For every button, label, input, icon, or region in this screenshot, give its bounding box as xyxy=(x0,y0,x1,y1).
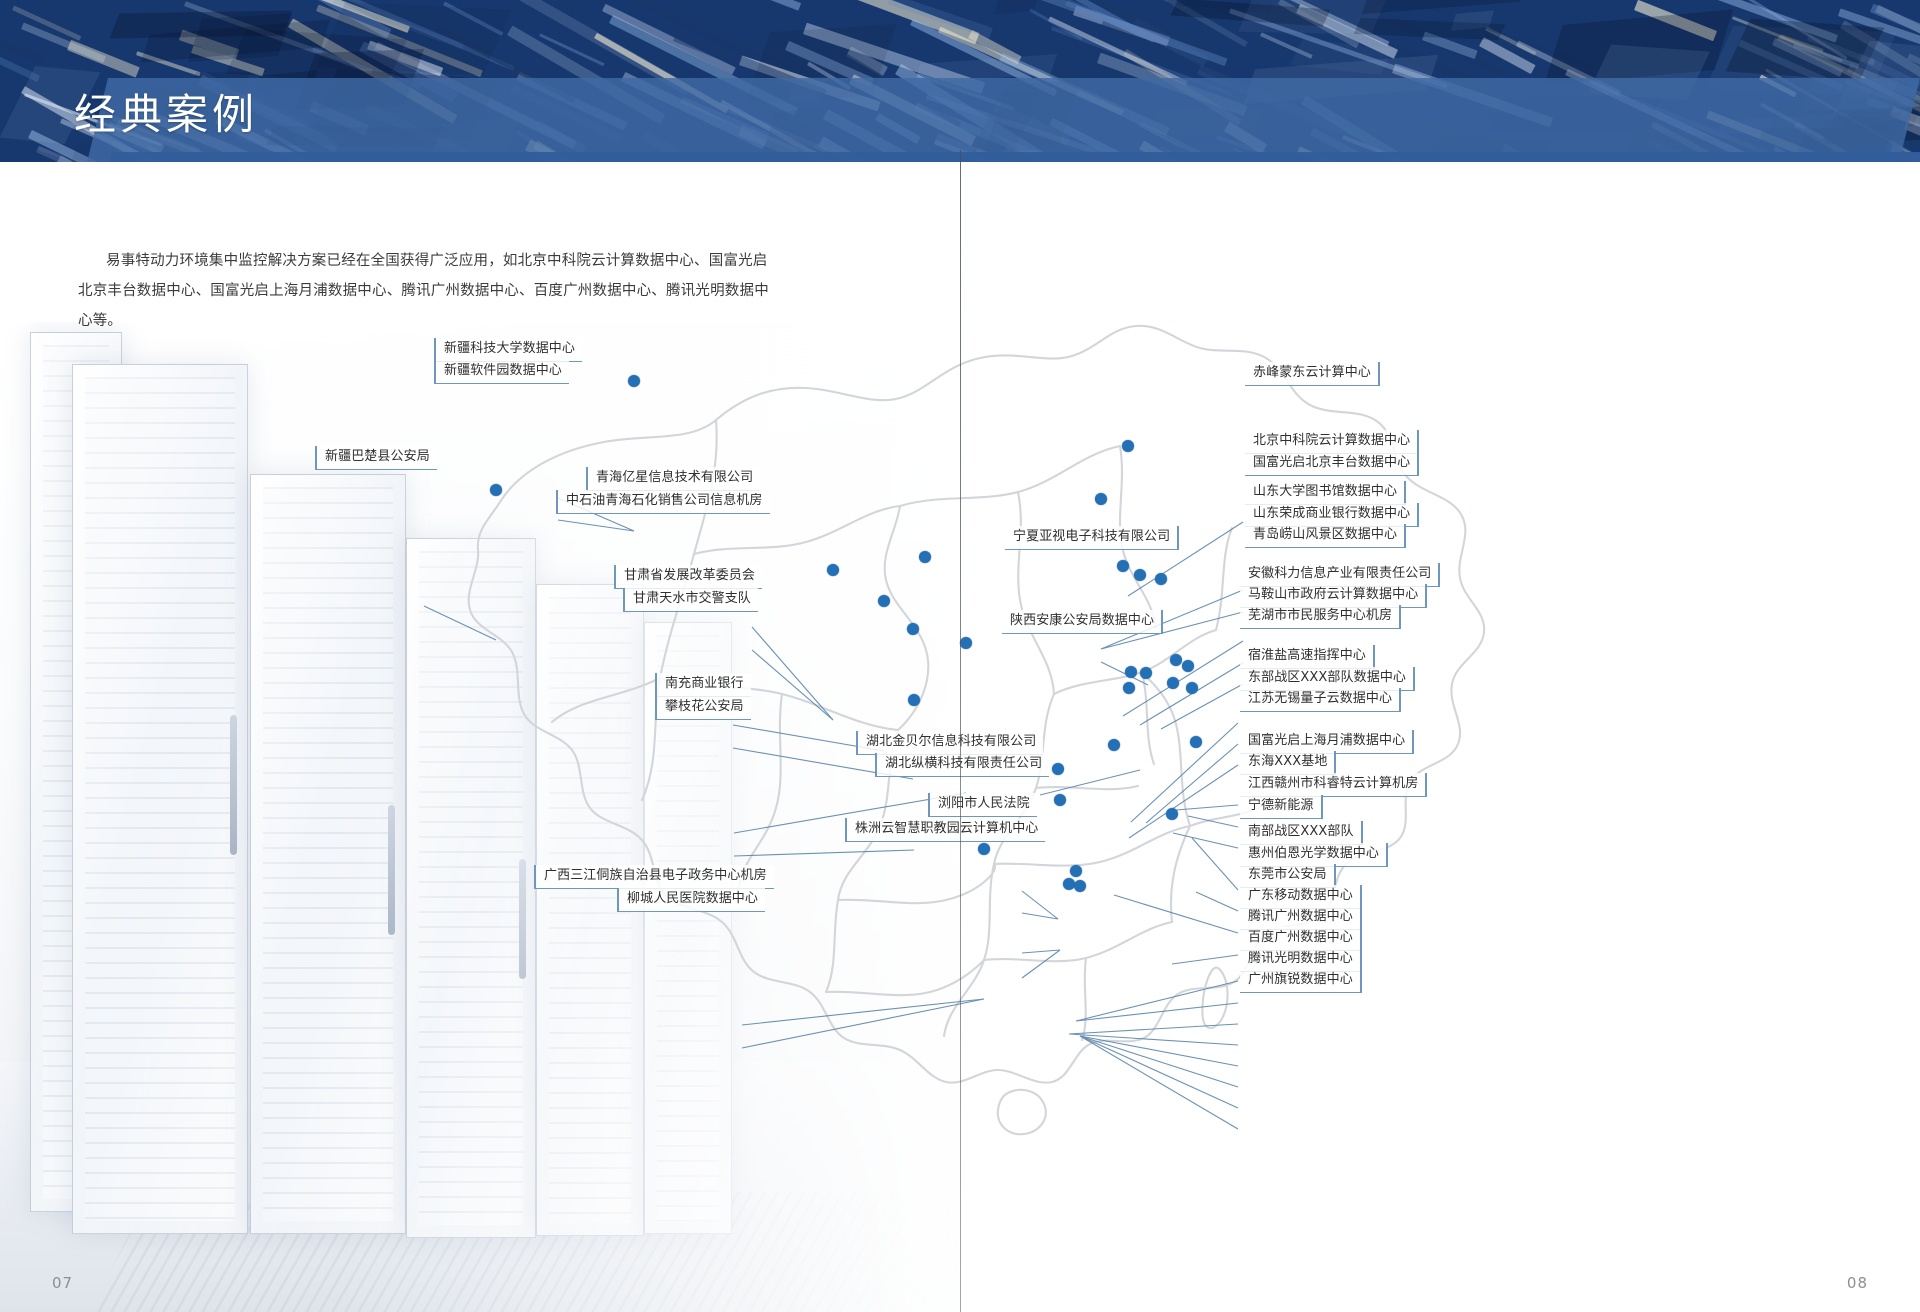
map-dot[interactable] xyxy=(1095,493,1107,505)
map-label-suhuaiyan[interactable]: 宿淮盐高速指挥中心 xyxy=(1240,645,1375,669)
map-label-bj-guofu[interactable]: 国富光启北京丰台数据中心 xyxy=(1245,452,1420,476)
map-label-sd-daxue-tsg[interactable]: 山东大学图书馆数据中心 xyxy=(1245,481,1407,505)
map-dot[interactable] xyxy=(1123,682,1135,694)
map-dot[interactable] xyxy=(1182,660,1194,672)
map-label-xj-ruanjianyuan[interactable]: 新疆软件园数据中心 xyxy=(434,360,569,384)
map-dot[interactable] xyxy=(1117,560,1129,572)
map-dot[interactable] xyxy=(1074,880,1086,892)
map-dot[interactable] xyxy=(960,637,972,649)
map-dot[interactable] xyxy=(490,484,502,496)
map-dot[interactable] xyxy=(1155,573,1167,585)
map-dot[interactable] xyxy=(1108,739,1120,751)
map-dot[interactable] xyxy=(978,843,990,855)
map-label-js-wuxi[interactable]: 江苏无锡量子云数据中心 xyxy=(1240,688,1402,712)
map-label-xj-bachu[interactable]: 新疆巴楚县公安局 xyxy=(315,446,437,470)
map-label-gs-fagaiwei[interactable]: 甘肃省发展改革委员会 xyxy=(614,565,763,589)
map-label-gx-liucheng[interactable]: 柳城人民医院数据中心 xyxy=(617,888,766,912)
map-dot[interactable] xyxy=(1054,794,1066,806)
map-label-qh-yixing[interactable]: 青海亿星信息技术有限公司 xyxy=(586,467,761,491)
map-dot[interactable] xyxy=(1063,878,1075,890)
map-dot[interactable] xyxy=(1186,682,1198,694)
map-label-gx-sanjiang[interactable]: 广西三江侗族自治县电子政务中心机房 xyxy=(534,865,774,889)
map-label-ningde[interactable]: 宁德新能源 xyxy=(1240,795,1323,819)
intro-paragraph: 易事特动力环境集中监控解决方案已经在全国获得广泛应用，如北京中科院云计算数据中心… xyxy=(78,253,769,329)
map-label-xj-keji-daxue[interactable]: 新疆科技大学数据中心 xyxy=(434,338,583,362)
map-dot[interactable] xyxy=(907,623,919,635)
map-label-gs-tianshui[interactable]: 甘肃天水市交警支队 xyxy=(623,588,758,612)
map-label-gz-qirui[interactable]: 广州旗锐数据中心 xyxy=(1240,969,1362,993)
map-dot[interactable] xyxy=(878,595,890,607)
map-label-sc-panzhihua[interactable]: 攀枝花公安局 xyxy=(655,696,751,720)
map-dot[interactable] xyxy=(1134,569,1146,581)
map-label-sx-ankang[interactable]: 陕西安康公安局数据中心 xyxy=(1002,610,1164,634)
map-label-jx-ganzhou[interactable]: 江西赣州市科睿特云计算机房 xyxy=(1240,773,1428,797)
map-label-gf-shanghai[interactable]: 国富光启上海月浦数据中心 xyxy=(1240,730,1415,754)
map-label-dongbu-zhanqu[interactable]: 东部战区XXX部队数据中心 xyxy=(1240,667,1416,691)
leader-lines xyxy=(423,497,1244,1130)
page-number-right: 08 xyxy=(1846,1274,1868,1292)
map-label-donghai[interactable]: 东海XXX基地 xyxy=(1240,751,1337,775)
map-label-dongguan-gaj[interactable]: 东莞市公安局 xyxy=(1240,864,1336,888)
map-label-sd-rongcheng[interactable]: 山东荣成商业银行数据中心 xyxy=(1245,503,1420,527)
map-dot[interactable] xyxy=(628,375,640,387)
intro-text: 易事特动力环境集中监控解决方案已经在全国获得广泛应用，如北京中科院云计算数据中心… xyxy=(78,246,778,336)
map-label-nx-yashi[interactable]: 宁夏亚视电子科技有限公司 xyxy=(1005,526,1180,550)
map-label-bj-zhongkeyuan[interactable]: 北京中科院云计算数据中心 xyxy=(1245,430,1420,454)
page-number-left: 07 xyxy=(52,1274,74,1292)
map-dot[interactable] xyxy=(1052,763,1064,775)
map-label-qh-zhongshiyou[interactable]: 中石油青海石化销售公司信息机房 xyxy=(556,490,770,514)
map-label-hb-zonghe[interactable]: 湖北纵横科技有限责任公司 xyxy=(875,753,1050,777)
map-dot[interactable] xyxy=(1125,666,1137,678)
map-dot[interactable] xyxy=(1170,654,1182,666)
map-label-hn-zhuzhou[interactable]: 株洲云智慧职教园云计算机中心 xyxy=(845,818,1046,842)
map-label-hn-liuyang[interactable]: 浏阳市人民法院 xyxy=(928,793,1037,817)
map-label-tx-guangming[interactable]: 腾讯光明数据中心 xyxy=(1240,948,1362,972)
page-title: 经典案例 xyxy=(74,90,259,139)
map-label-gd-yidong[interactable]: 广东移动数据中心 xyxy=(1240,885,1362,909)
map-dot[interactable] xyxy=(1122,440,1134,452)
map-dot[interactable] xyxy=(908,694,920,706)
map-label-wuhu[interactable]: 芜湖市市民服务中心机房 xyxy=(1240,605,1402,629)
header-banner-image: 经典案例 xyxy=(0,0,1920,162)
page-gutter xyxy=(960,150,961,1312)
map-dot[interactable] xyxy=(1167,677,1179,689)
map-dot[interactable] xyxy=(919,551,931,563)
map-dot[interactable] xyxy=(827,564,839,576)
map-label-qd-laoshan[interactable]: 青岛崂山风景区数据中心 xyxy=(1245,524,1407,548)
map-dot[interactable] xyxy=(1190,736,1202,748)
map-dot[interactable] xyxy=(1140,667,1152,679)
map-label-sc-nanchong[interactable]: 南充商业银行 xyxy=(655,673,751,697)
map-label-nanbu-zhanqu[interactable]: 南部战区XXX部队 xyxy=(1240,821,1363,845)
map-label-bd-guangzhou[interactable]: 百度广州数据中心 xyxy=(1240,927,1362,951)
map-dot[interactable] xyxy=(1070,865,1082,877)
map-label-chifeng[interactable]: 赤峰蒙东云计算中心 xyxy=(1245,362,1380,386)
map-label-hb-jinbeier[interactable]: 湖北金贝尔信息科技有限公司 xyxy=(856,731,1044,755)
map-label-tx-guangzhou[interactable]: 腾讯广州数据中心 xyxy=(1240,906,1362,930)
map-dot[interactable] xyxy=(1166,808,1178,820)
